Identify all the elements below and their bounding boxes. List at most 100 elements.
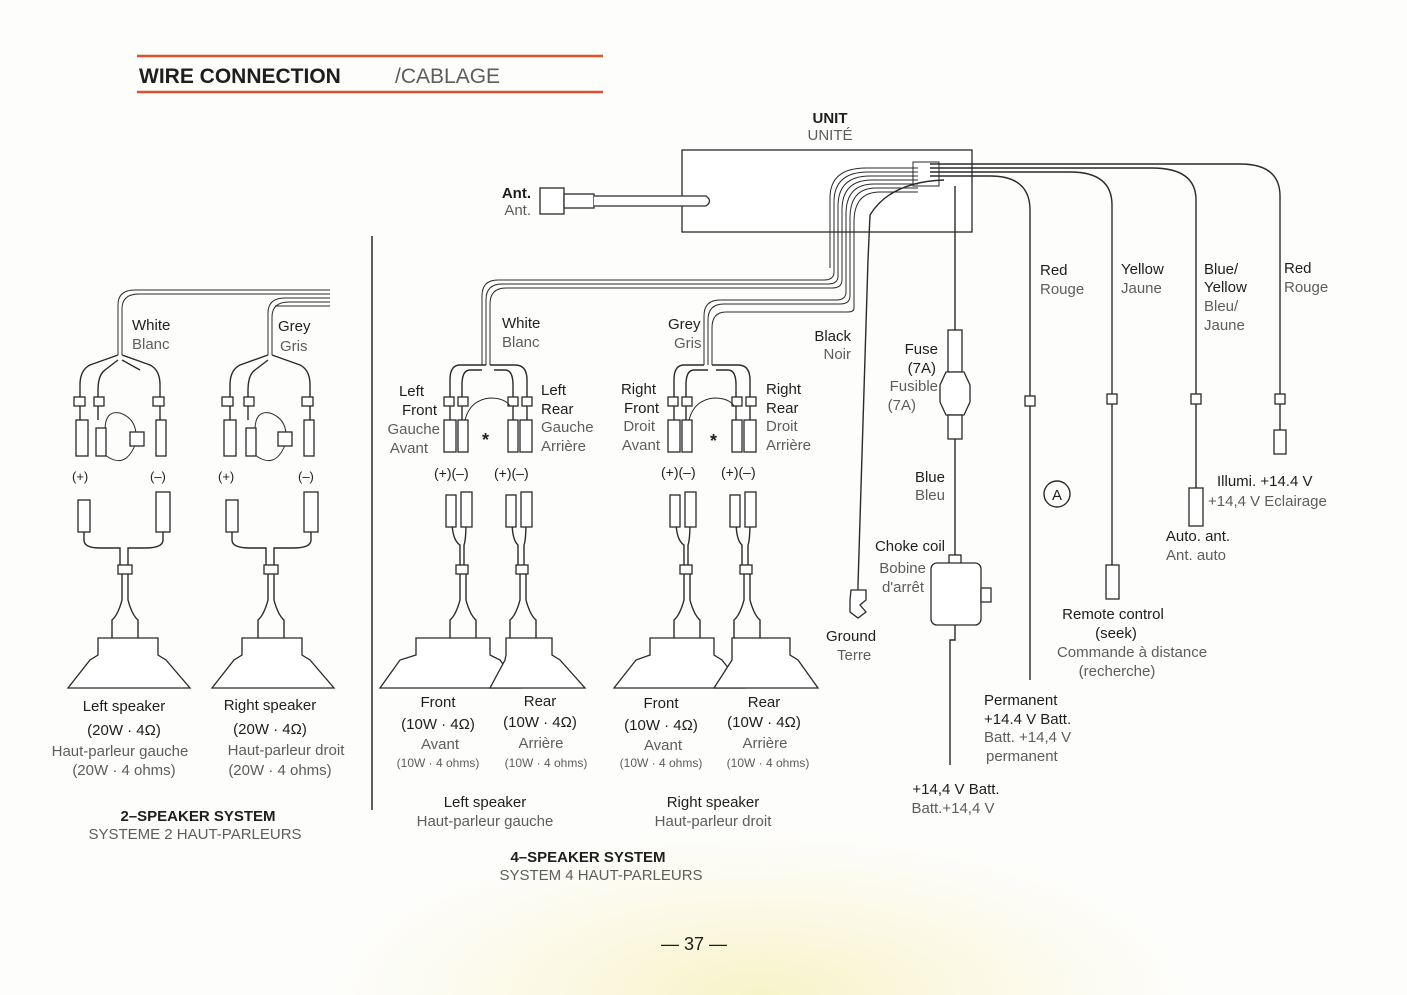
four-left-speaker-label: Left speaker [444,794,527,811]
battery-label-fr: Batt.+14,4 V [912,800,995,817]
polarity-rf: (+)(–) [661,464,696,480]
power-harness [857,163,1281,680]
right-rear-speaker-rating: (10W · 4Ω) [727,714,801,731]
auto-antenna-label-fr: Ant. auto [1166,547,1226,564]
left-front-label-fr-2: Avant [390,440,429,457]
polarity-rr: (+)(–) [721,464,756,480]
right-rear-speaker-rating-fr: (10W · 4 ohms) [727,756,810,770]
permanent-label-2: +14.4 V Batt. [984,711,1071,728]
asterisk-left: * [482,430,489,450]
right-front-speaker-label: Front [643,695,679,712]
two-speaker-system-title-fr: SYSTEME 2 HAUT-PARLEURS [88,826,301,843]
white-label-4sp: White [502,315,540,332]
red-wire-2-label-fr: Rouge [1284,279,1328,296]
remote-control-label-fr: Commande à distance [1057,644,1207,661]
left-rear-speaker-rating: (10W · 4Ω) [503,714,577,731]
blue-wire-label: Blue [915,469,945,486]
choke-coil-label-fr-2: d'arrêt [882,579,925,596]
right-front-speaker-rating: (10W · 4Ω) [624,717,698,734]
polarity-lr: (+)(–) [494,465,529,481]
two-speaker-wiring [73,289,330,462]
plus-right-2sp: (+) [218,469,234,484]
blue-yellow-label-fr-1: Bleu/ [1204,298,1239,315]
remote-control-seek: (seek) [1095,625,1137,642]
left-front-label-1: Left [399,383,425,400]
permanent-label-fr-2: permanent [986,748,1059,765]
red-wire-1-label: Red [1040,262,1068,279]
power-components [849,329,1287,765]
red-wire-2-label: Red [1284,260,1312,277]
right-rear-label-1: Right [766,381,802,398]
minus-right-2sp: (–) [298,469,314,484]
illumination-label-fr: +14,4 V Eclairage [1208,493,1327,510]
white-label-2sp-fr: Blanc [132,336,170,353]
right-front-label-fr-1: Droit [623,418,656,435]
yellow-wire-label: Yellow [1121,261,1164,278]
unit-connector [912,161,940,187]
four-speaker-speakers [378,491,820,689]
right-speaker-rating: (20W · 4Ω) [233,721,307,738]
blue-yellow-label-2: Yellow [1204,279,1247,296]
left-rear-speaker-label: Rear [524,693,557,710]
right-rear-speaker-label: Rear [748,694,781,711]
asterisk-right: * [710,431,717,451]
ground-label: Ground [826,628,876,645]
blue-wire-label-fr: Bleu [915,487,945,504]
right-rear-label-fr-2: Arrière [766,437,811,454]
battery-label: +14,4 V Batt. [912,781,999,798]
choke-coil-label: Choke coil [875,538,945,555]
left-front-speaker-rating: (10W · 4Ω) [401,716,475,733]
plus-left-2sp: (+) [72,469,88,484]
left-front-label-2: Front [402,402,438,419]
four-right-speaker-label: Right speaker [667,794,760,811]
four-speaker-wiring [443,364,757,453]
white-label-4sp-fr: Blanc [502,334,540,351]
page-number: — 37 — [661,934,727,954]
black-wire-label-fr: Noir [823,346,851,363]
polarity-lf: (+)(–) [434,465,469,481]
blue-yellow-label-fr-2: Jaune [1204,317,1245,334]
left-rear-label-1: Left [541,382,567,399]
left-rear-speaker-fr: Arrière [518,735,563,752]
fuse-label-fr: Fusible [890,378,938,395]
antenna-label: Ant. [502,185,531,202]
left-front-speaker-fr: Avant [421,736,460,753]
speaker-harness [481,167,918,365]
illumination-label: Illumi. +14.4 V [1217,473,1312,490]
right-front-speaker-fr: Avant [644,737,683,754]
minus-left-2sp: (–) [150,469,166,484]
left-speaker-rating-fr: (20W · 4 ohms) [72,762,175,779]
right-front-label-fr-2: Avant [622,437,661,454]
yellow-wire-label-fr: Jaune [1121,280,1162,297]
right-rear-speaker-fr: Arrière [742,735,787,752]
four-left-speaker-label-fr: Haut-parleur gauche [417,813,554,830]
circle-a-marker [1043,480,1071,508]
unit-label: UNIT [813,110,848,127]
title-french: /CABLAGE [395,65,500,88]
left-rear-label-fr-1: Gauche [541,419,594,436]
left-rear-label-fr-2: Arrière [541,438,586,455]
left-front-label-fr-1: Gauche [387,421,440,438]
title-english: WIRE CONNECTION [139,65,341,88]
unit-label-fr: UNITÉ [808,127,853,144]
ground-label-fr: Terre [837,647,871,664]
permanent-label-fr-1: Batt. +14,4 V [984,729,1071,746]
grey-label-2sp-fr: Gris [280,338,308,355]
grey-label-2sp: Grey [278,318,311,335]
left-rear-label-2: Rear [541,401,574,418]
left-front-speaker-rating-fr: (10W · 4 ohms) [397,756,480,770]
black-wire-label: Black [814,328,851,345]
right-speaker-rating-fr: (20W · 4 ohms) [228,762,331,779]
right-speaker-label-fr: Haut-parleur droit [228,742,346,759]
permanent-label-1: Permanent [984,692,1058,709]
grey-label-4sp: Grey [668,316,701,333]
two-speaker-system-title: 2–SPEAKER SYSTEM [120,808,275,825]
fuse-rating: (7A) [908,360,936,377]
remote-control-label: Remote control [1062,606,1164,623]
four-speaker-system-title-fr: SYSTEM 4 HAUT-PARLEURS [499,867,702,884]
auto-antenna-label: Auto. ant. [1166,528,1230,545]
choke-coil-label-fr-1: Bobine [879,560,926,577]
right-front-label-1: Right [621,381,657,398]
grey-label-4sp-fr: Gris [674,335,702,352]
